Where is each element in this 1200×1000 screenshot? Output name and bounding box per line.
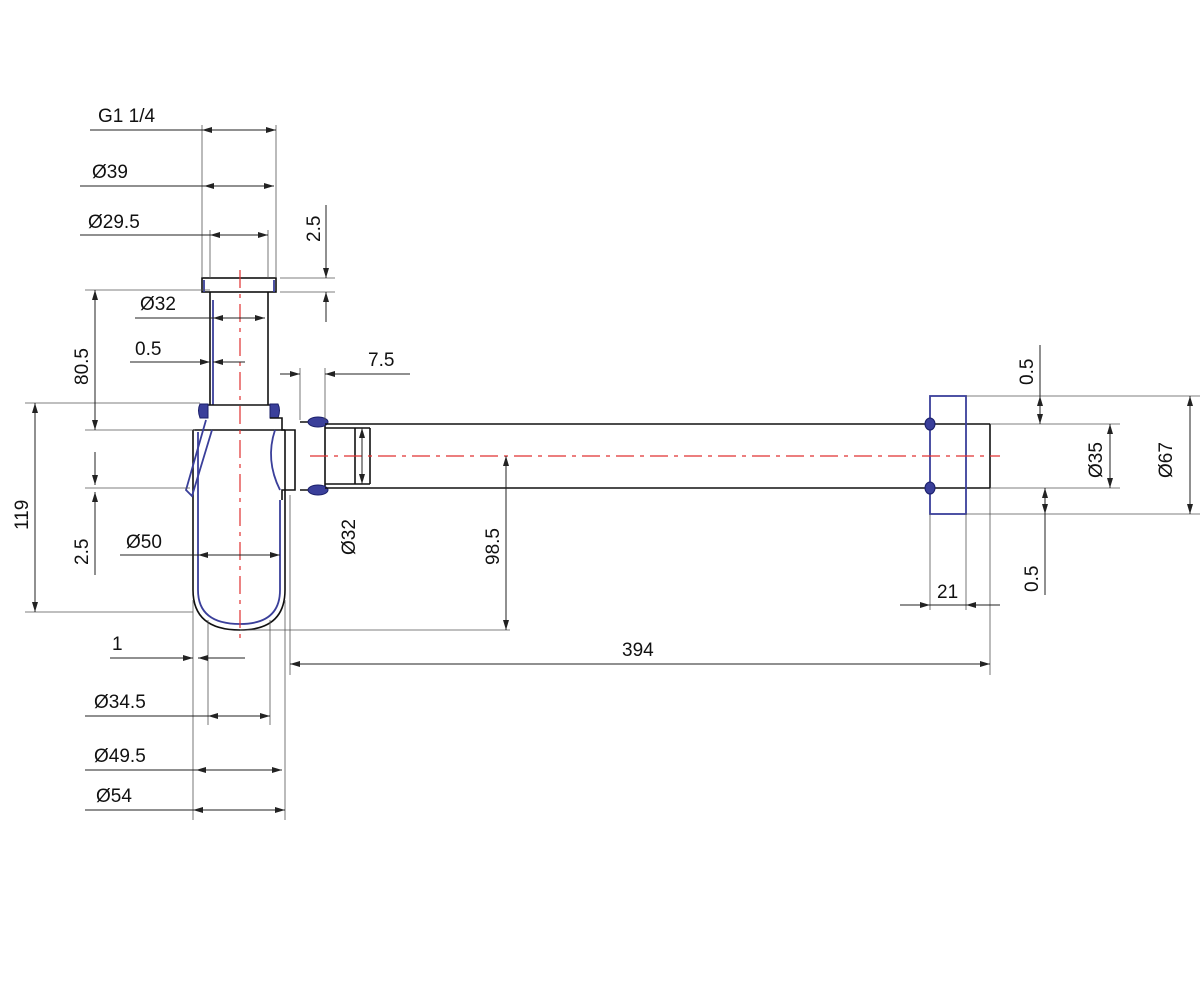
extension-lines	[25, 125, 1200, 820]
label-w21: 21	[937, 582, 958, 603]
centerlines	[239, 270, 1000, 640]
dimension-lines	[32, 127, 1193, 813]
label-w7-5: 7.5	[368, 350, 394, 371]
label-d50: Ø50	[126, 532, 162, 553]
dimension-labels: G1 1/4 Ø39 Ø29.5 2.5 Ø32 80.5 0.5 7.5 0.…	[12, 106, 1177, 807]
label-d67: Ø67	[1156, 442, 1177, 478]
label-thread: G1 1/4	[98, 106, 155, 127]
label-h2-5-left: 2.5	[72, 539, 93, 565]
outlet-pipe	[300, 395, 991, 515]
label-h0-5-top-right: 0.5	[1017, 359, 1038, 385]
label-d49-5: Ø49.5	[94, 746, 146, 767]
label-d32-top: Ø32	[140, 294, 176, 315]
label-h0-5-bottom-right: 0.5	[1022, 566, 1043, 592]
label-h119: 119	[12, 500, 33, 530]
label-d35: Ø35	[1086, 442, 1107, 478]
label-h80-5: 80.5	[72, 348, 93, 385]
label-d29-5: Ø29.5	[88, 212, 140, 233]
label-d32-pipe: Ø32	[339, 519, 360, 555]
label-w0-5-left: 0.5	[135, 339, 161, 360]
label-d34-5: Ø34.5	[94, 692, 146, 713]
label-d54: Ø54	[96, 786, 132, 807]
label-w394: 394	[622, 640, 654, 661]
label-h2-5-top: 2.5	[304, 216, 325, 242]
label-w1: 1	[112, 634, 123, 655]
label-h98-5: 98.5	[483, 528, 504, 565]
label-d39: Ø39	[92, 162, 128, 183]
